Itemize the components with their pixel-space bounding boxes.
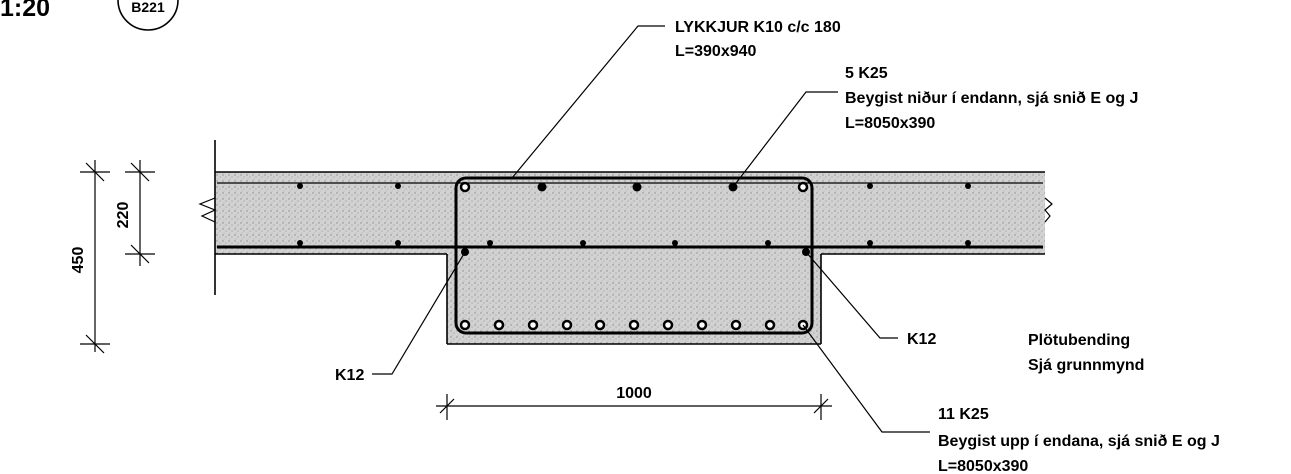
side-bar-right-leader: [805, 251, 898, 339]
dimension-beam-width: [436, 394, 832, 420]
stirrup-leader: [511, 25, 665, 179]
top-bars-label-line2: Beygist niður í endann, sjá snið E og J: [845, 90, 1138, 107]
bottom-bars-label-line2: Beygist upp í endana, sjá snið E og J: [938, 433, 1220, 450]
dimension-slab-thickness-label: 220: [115, 202, 132, 229]
detail-badge-circle: [117, 0, 179, 31]
top-bars-leader: [732, 91, 838, 188]
slab-concrete: [215, 172, 1045, 254]
stirrup: [454, 176, 814, 335]
beam-bottom-bars: [459, 319, 809, 331]
stirrup-label-line1: LYKKJUR K10 c/c 180: [675, 19, 841, 36]
bottom-bars-leader: [802, 324, 930, 433]
side-bar-left-leader: [372, 251, 466, 375]
stirrup-label-line2: L=390x940: [675, 43, 757, 60]
dimension-slab-thickness: [125, 160, 155, 266]
slab-note-line2: Sjá grunnmynd: [1028, 357, 1144, 374]
beam-concrete: [447, 254, 821, 344]
detail-badge-label: B221: [131, 0, 165, 15]
top-bars-label-line3: L=8050x390: [845, 115, 935, 132]
bottom-bars-label-line3: L=8050x390: [938, 458, 1028, 474]
slab-top-bar-dots: [297, 183, 971, 189]
side-bar-right-label: K12: [907, 331, 936, 348]
side-bar-left-label: K12: [335, 367, 364, 384]
slab-bottom-bar-dots: [297, 240, 971, 246]
bottom-bars-label-line1: 11 K25: [938, 406, 989, 423]
scale-label: 1:20: [0, 0, 50, 22]
dimension-total-height-label: 450: [70, 247, 87, 274]
dimension-beam-width-label: 1000: [616, 385, 652, 402]
dimension-total-height: [80, 160, 110, 354]
break-symbol-right: [1044, 197, 1053, 223]
slab-note-line1: Plötubending: [1028, 332, 1130, 349]
top-bars-label-line1: 5 K25: [845, 65, 888, 82]
break-symbol-left: [198, 197, 217, 223]
